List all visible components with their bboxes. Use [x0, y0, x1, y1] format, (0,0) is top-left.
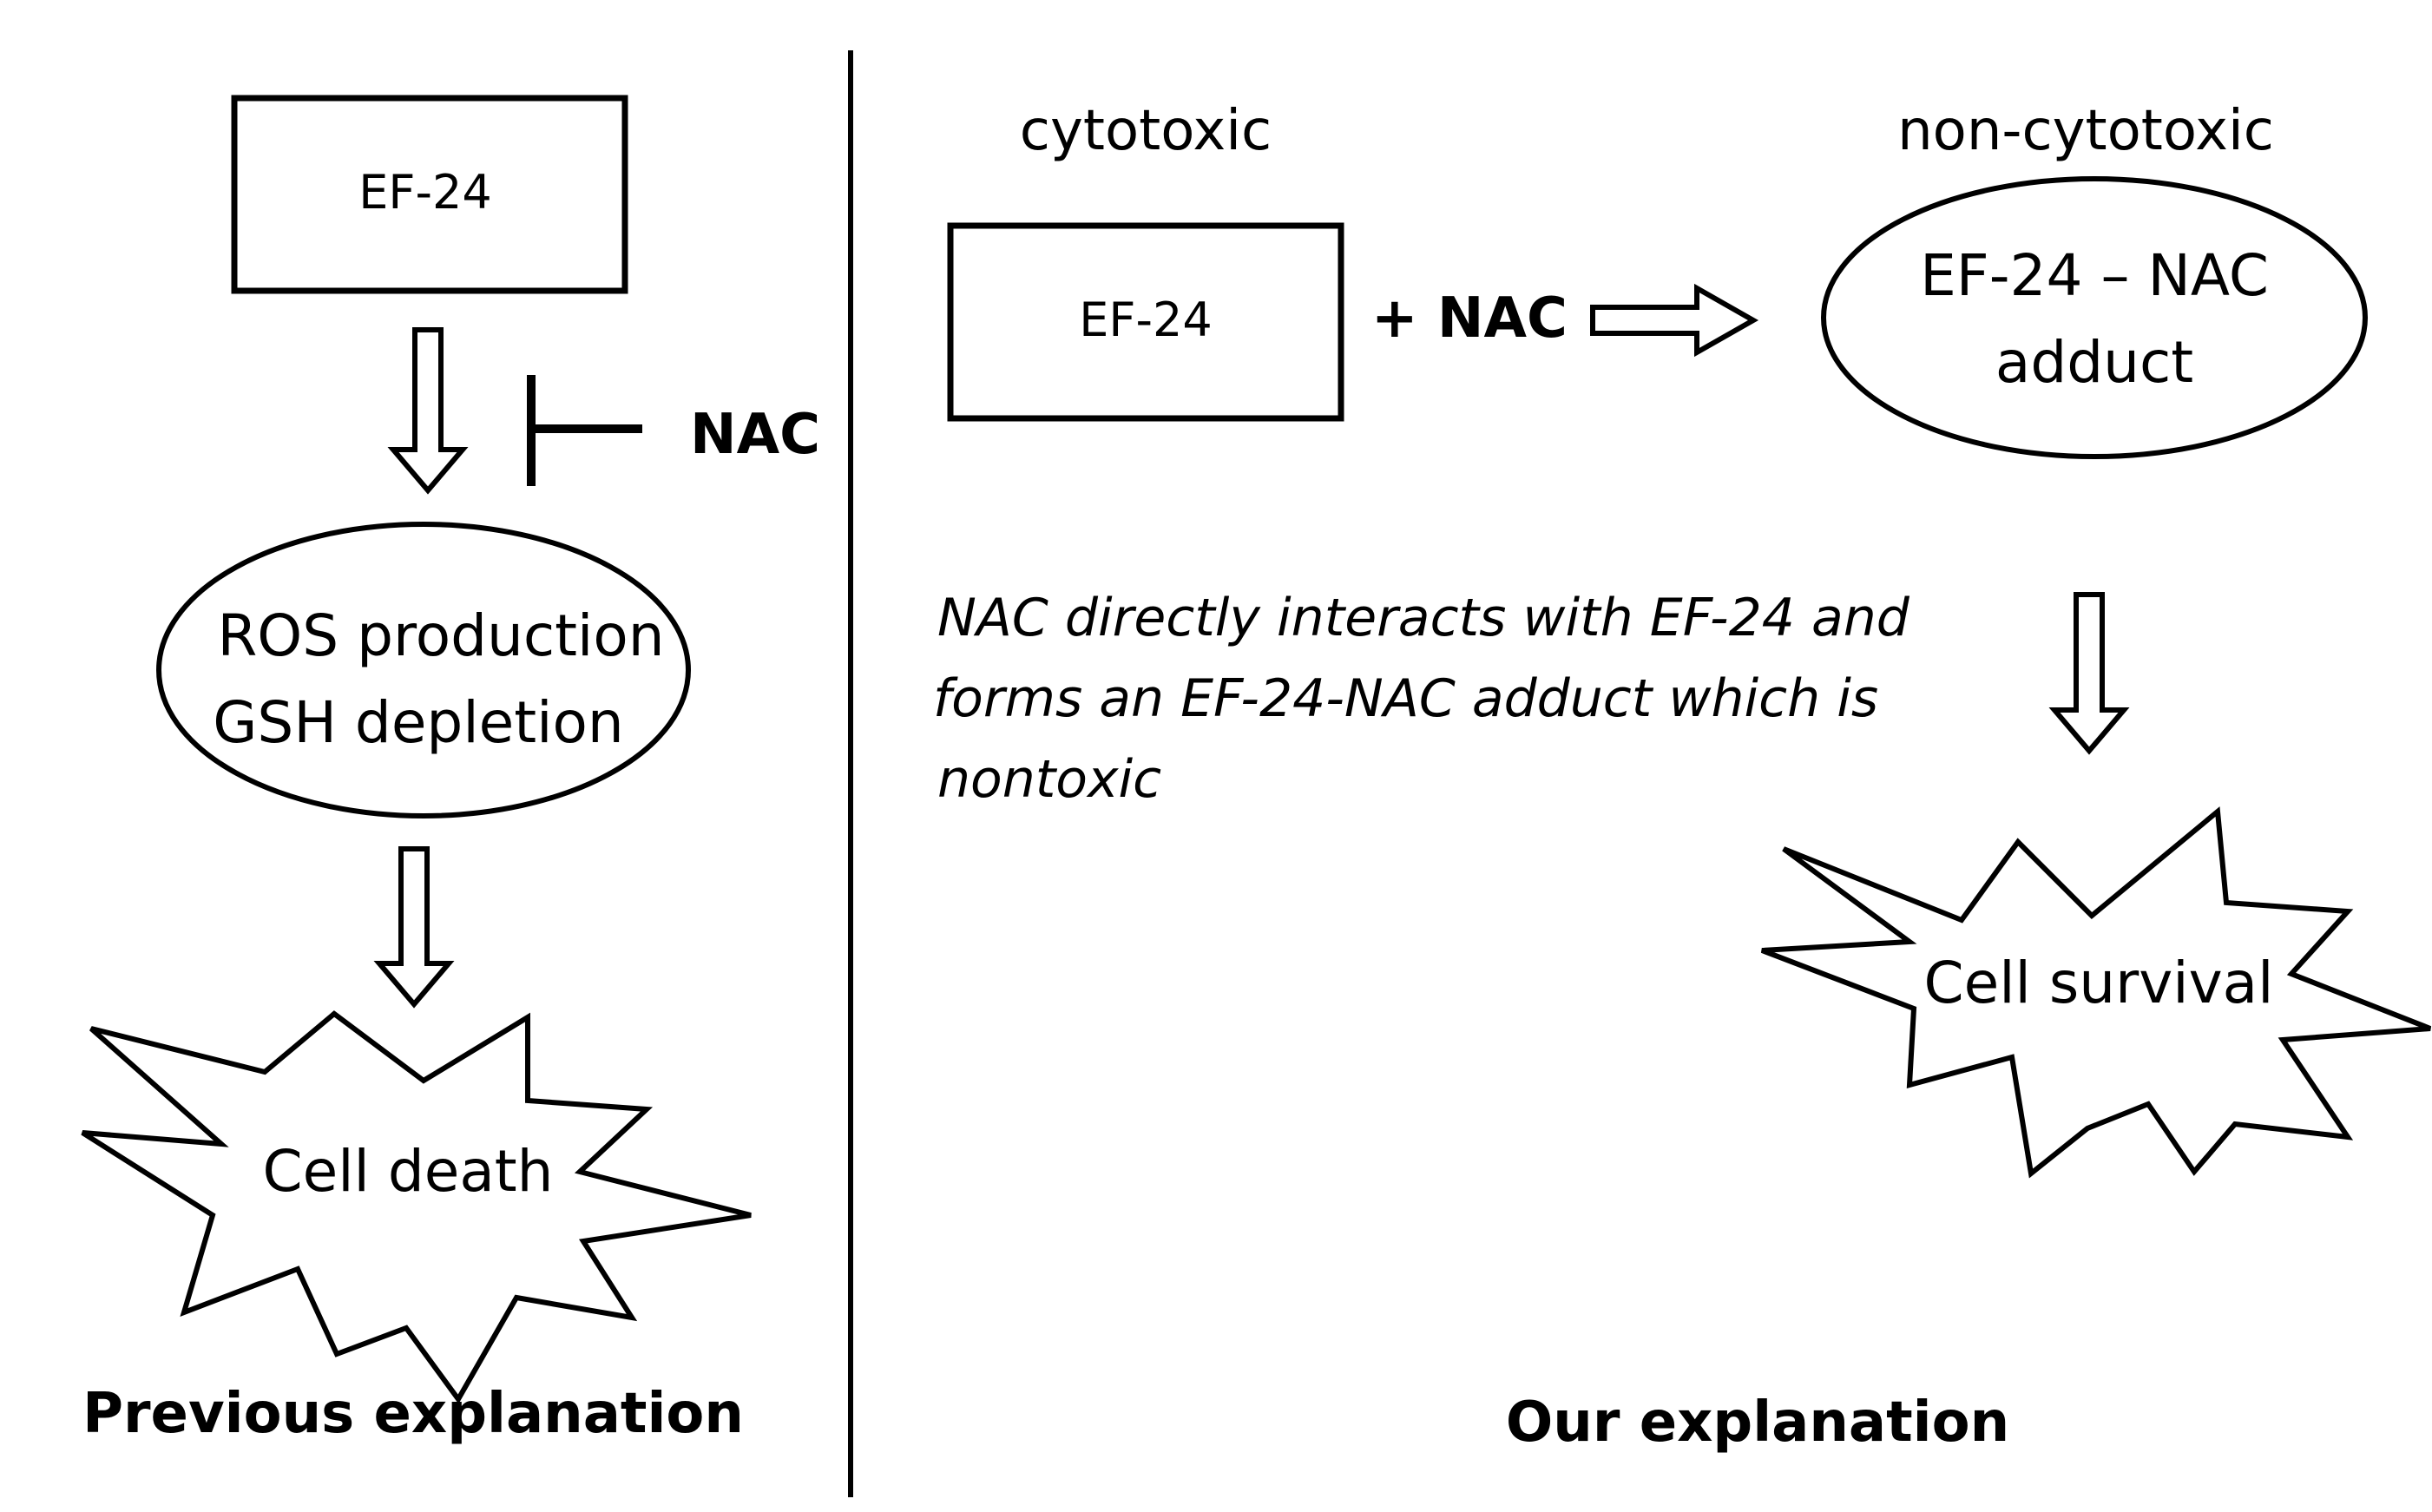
left-down-arrow-1 [387, 327, 469, 495]
left-oval-line2: GSH depletion [213, 689, 623, 756]
right-panel: cytotoxic non-cytotoxic EF-24 + NAC EF-2… [933, 99, 2432, 1455]
left-ef24-box [231, 95, 628, 294]
right-ef24-box [947, 222, 1344, 422]
adduct-oval [1821, 176, 2368, 459]
left-nac-label: NAC [690, 403, 820, 467]
adduct-line2: adduct [1995, 329, 2193, 396]
note-line1: NAC directly interacts with EF-24 and [937, 588, 1910, 648]
left-oval-line1: ROS production [217, 602, 664, 669]
nac-inhibition-icon [527, 375, 642, 486]
left-ef24-label: EF-24 [358, 165, 491, 220]
left-down-arrow-2 [373, 846, 455, 1009]
adduct-line1: EF-24 – NAC [1920, 242, 2269, 309]
right-down-arrow [2048, 592, 2130, 755]
left-panel: EF-24 NAC ROS production GSH depletion C… [81, 95, 820, 1446]
right-caption: Our explanation [1506, 1390, 2009, 1455]
cell-death-starburst [81, 1010, 752, 1404]
noncytotoxic-label: non-cytotoxic [1897, 99, 2274, 163]
cell-death-label: Cell death [263, 1138, 554, 1205]
right-ef24-label: EF-24 [1079, 293, 1212, 347]
cell-survival-label: Cell survival [1924, 950, 2274, 1016]
plus-nac-label: + NAC [1371, 286, 1568, 351]
left-caption: Previous explanation [82, 1382, 744, 1446]
note-line2: forms an EF-24-NAC adduct which is [933, 668, 1878, 729]
reaction-arrow [1590, 283, 1759, 358]
left-ros-oval [156, 522, 691, 818]
cytotoxic-label: cytotoxic [1020, 99, 1272, 163]
cell-survival-starburst [1760, 806, 2432, 1179]
note-line3: nontoxic [937, 749, 1161, 810]
